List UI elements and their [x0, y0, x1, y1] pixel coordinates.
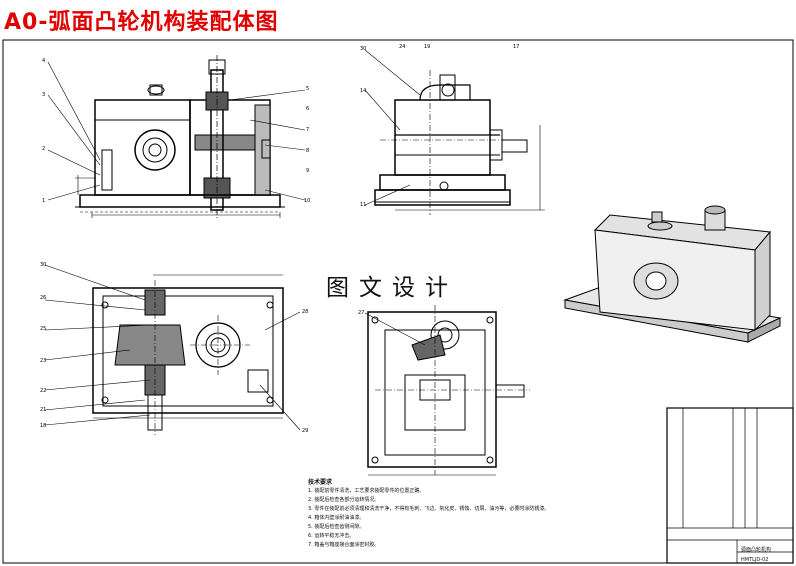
- balloon-top-30: 30: [40, 262, 46, 268]
- balloon-28: 28: [302, 309, 308, 315]
- isometric-view: [563, 205, 782, 343]
- front-view: [75, 55, 285, 220]
- tech-notes-heading: 技术要求: [308, 479, 333, 486]
- balloon-8: 8: [306, 148, 309, 154]
- balloon-19: 19: [424, 44, 430, 50]
- tech-note-line: 1. 装配前零件清洗，工艺要求装配零件的位置正确。: [308, 488, 425, 494]
- title-block: [666, 407, 794, 564]
- drawing-border: [2, 39, 794, 564]
- technical-requirements: 技术要求 1. 装配前零件清洗，工艺要求装配零件的位置正确。 2. 装配后检查各…: [308, 478, 549, 550]
- tech-note-line: 5. 装配后检查齿侧间隙。: [308, 524, 365, 530]
- balloon-11: 11: [360, 202, 366, 208]
- tech-note-line: 4. 箱体内壁涂耐油油漆。: [308, 515, 365, 521]
- balloon-1: 1: [42, 198, 45, 204]
- title-block-name: 弧面凸轮机构: [741, 547, 772, 553]
- balloon-17: 17: [513, 44, 519, 50]
- balloon-3: 3: [42, 92, 45, 98]
- balloon-side-30: 30: [360, 46, 366, 52]
- balloon-14: 14: [360, 88, 366, 94]
- balloon-27: 27: [358, 310, 364, 316]
- balloon-24: 24: [399, 44, 405, 50]
- balloon-23: 23: [40, 358, 46, 364]
- balloon-21: 21: [40, 407, 46, 413]
- balloon-5: 5: [306, 86, 309, 92]
- tech-note-line: 6. 运转平稳无冲击。: [308, 533, 355, 539]
- tech-note-line: 2. 装配后检查各部分运转情况。: [308, 497, 380, 503]
- balloon-10: 10: [304, 198, 310, 204]
- balloon-26: 26: [40, 295, 46, 301]
- balloon-6: 6: [306, 106, 309, 112]
- side-view: [374, 70, 545, 215]
- balloon-25: 25: [40, 326, 46, 332]
- balloon-29: 29: [302, 428, 308, 434]
- leader-lines: [44, 49, 426, 431]
- balloon-7: 7: [306, 127, 309, 133]
- balloon-labels: 4 3 2 1 5 6 7 8 9 10 30 24 19 17 14 11 3…: [40, 44, 519, 434]
- tech-note-line: 7. 箱盖与箱座接合面涂密封胶。: [308, 542, 380, 548]
- balloon-9: 9: [306, 168, 309, 174]
- balloon-4: 4: [42, 58, 45, 64]
- balloon-18: 18: [40, 423, 46, 429]
- drawing-title: A0-弧面凸轮机构装配体图: [4, 10, 279, 35]
- title-block-code: HMTLJD-02: [741, 557, 769, 563]
- watermark: 图文设计: [326, 268, 458, 302]
- balloon-22: 22: [40, 388, 46, 394]
- tech-note-line: 3. 零件在装配前必须清理和清洗干净，不得有毛刺、飞边、氧化皮、锈蚀、切屑、油污…: [308, 506, 550, 512]
- balloon-2: 2: [42, 146, 45, 152]
- bottom-view: [367, 305, 530, 476]
- top-view: [92, 274, 284, 435]
